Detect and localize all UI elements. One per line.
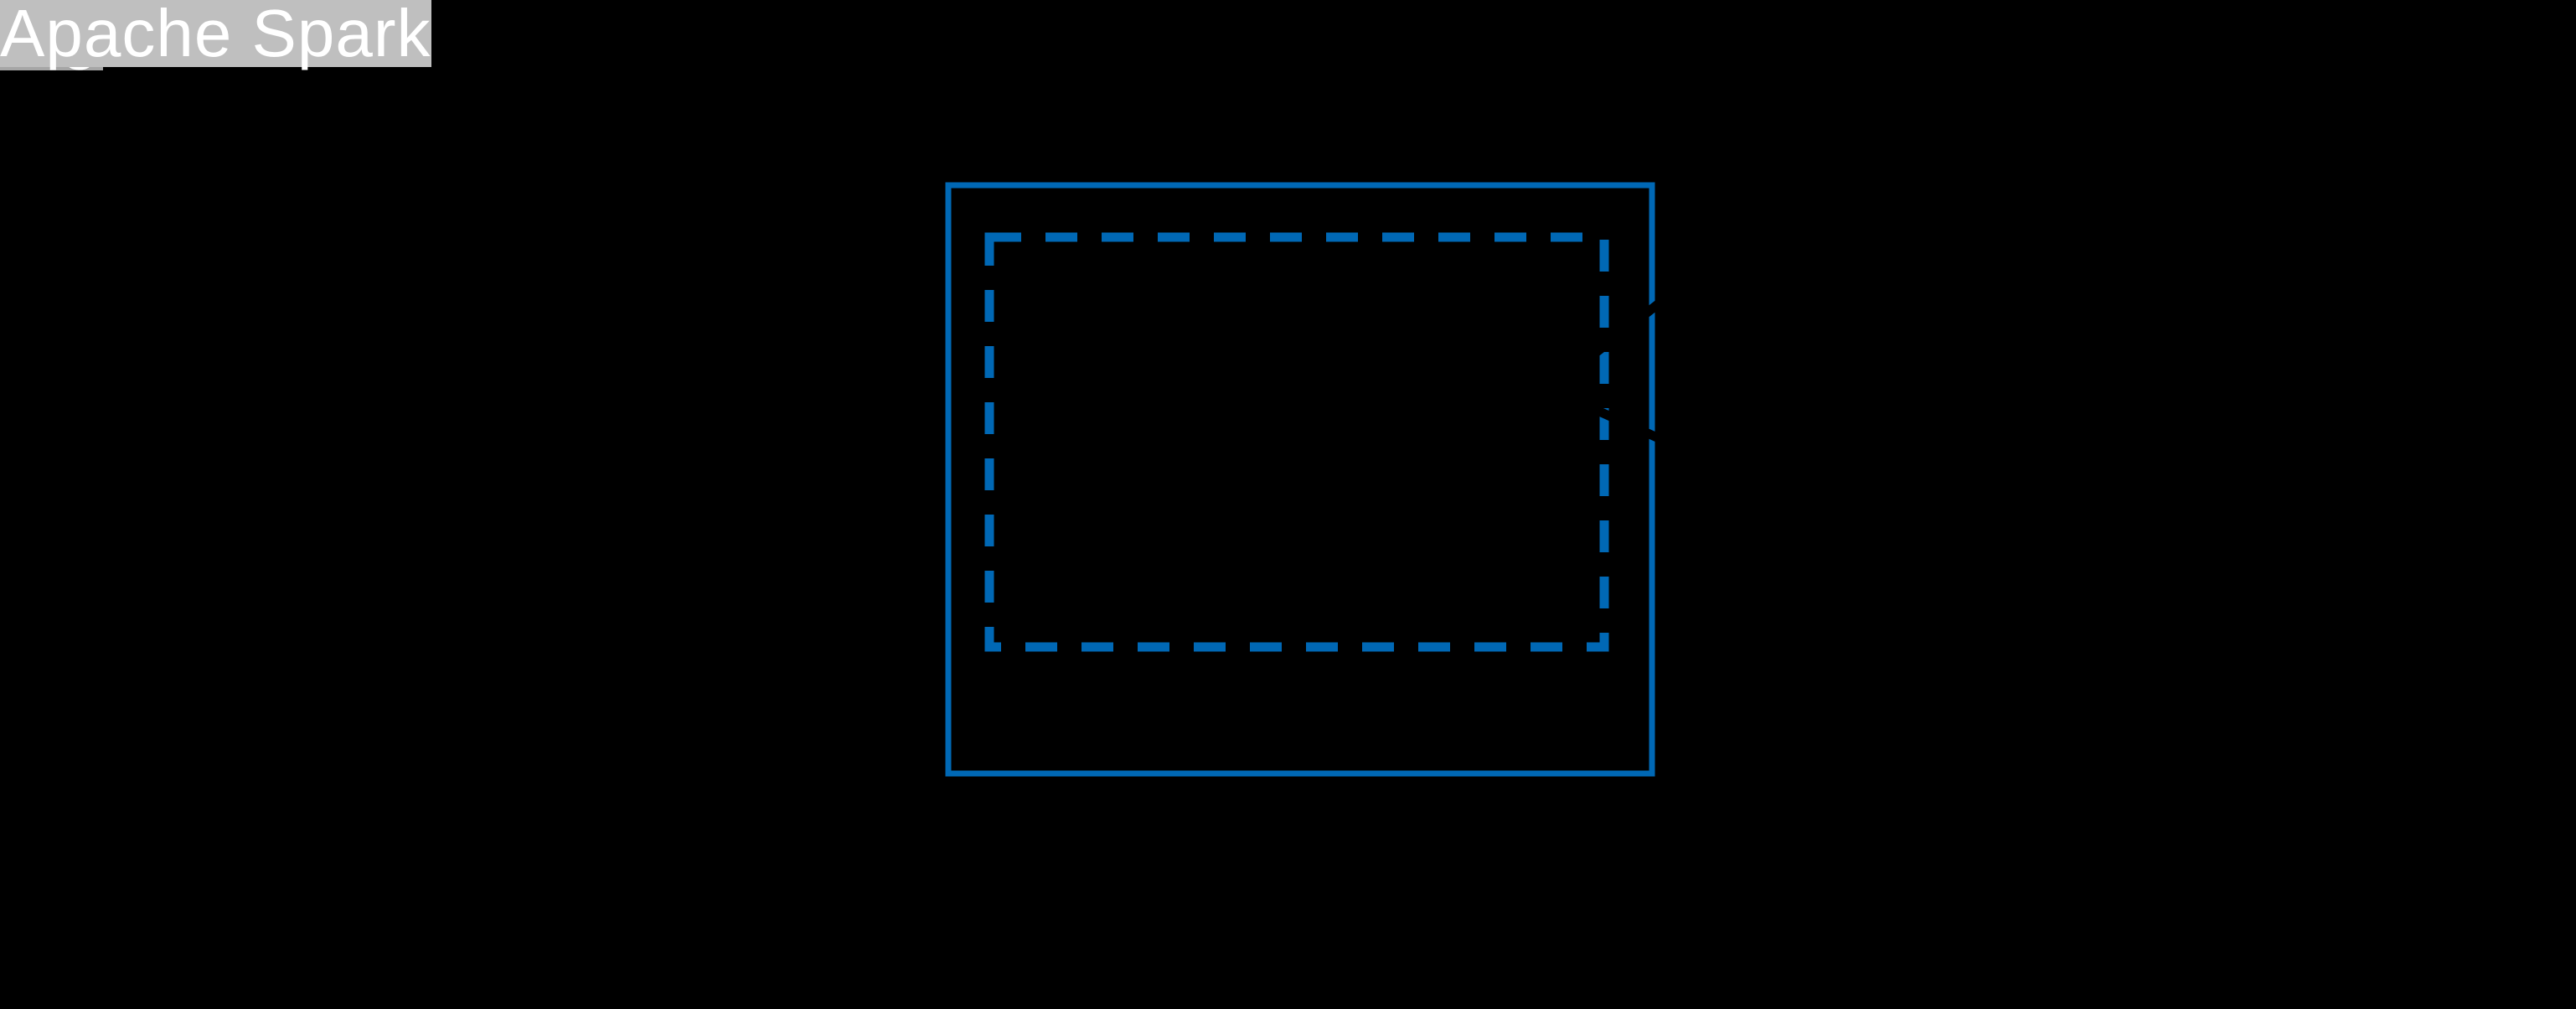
- sgx-leader-arrowhead: [916, 503, 942, 526]
- sgx-leader-dot: [521, 509, 533, 520]
- enclave-solid-border: [945, 182, 1655, 777]
- connector-arrow-dot: [1545, 381, 1558, 395]
- connector-user-apps-to-app: [1551, 21, 2019, 389]
- enclave-dashed-border: [984, 232, 1609, 652]
- connector-apache-spark-to-app: [1552, 386, 2018, 604]
- apache-spark-label: Apache Spark: [0, 0, 431, 70]
- apache-spark-box: Apache Spark: [0, 0, 431, 67]
